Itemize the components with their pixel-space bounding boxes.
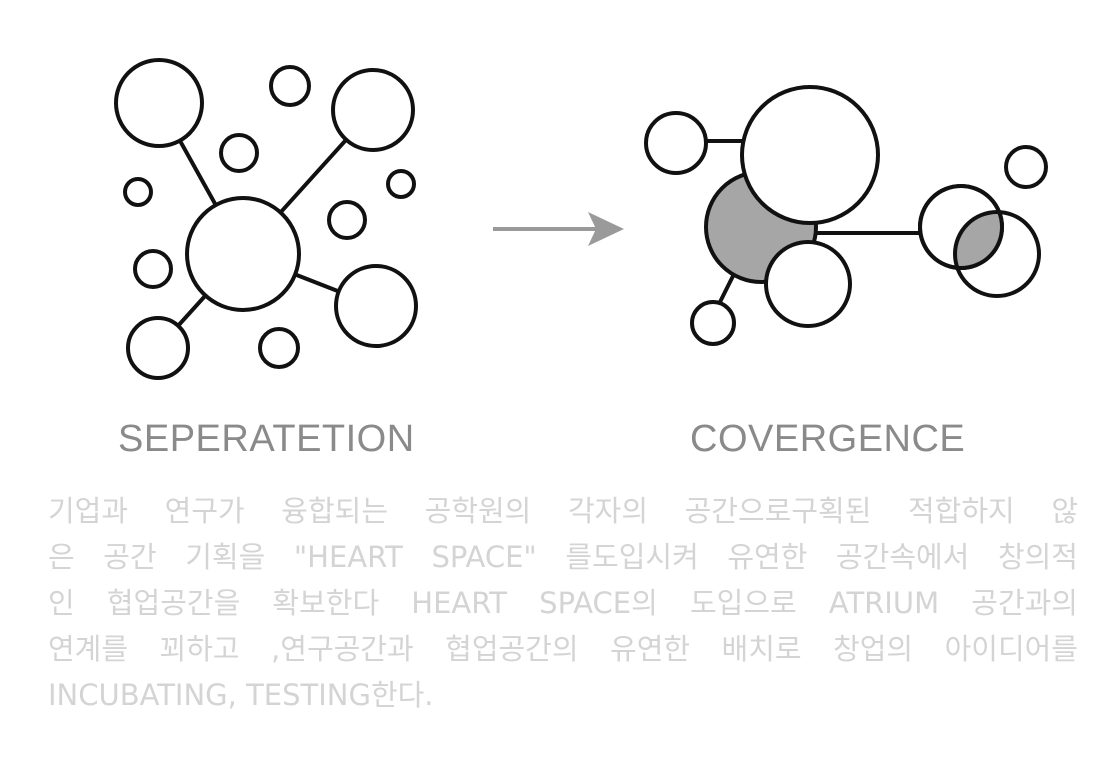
center-node-circle bbox=[185, 196, 301, 312]
small-node-circle bbox=[123, 177, 153, 207]
large-node-circle bbox=[644, 111, 708, 175]
description-line: 인 협업공간을 확보한다 HEART SPACE의 도입으로 ATRIUM 공간… bbox=[48, 586, 1078, 620]
overlap-node-outline bbox=[918, 184, 1004, 270]
description-line: 연계를 꾀하고 ,연구공간과 협업공간의 유연한 배치로 창업의 아이디어를 bbox=[48, 632, 1078, 666]
small-node-circle bbox=[219, 133, 259, 173]
large-node-circle bbox=[764, 240, 852, 328]
large-node-circle bbox=[126, 316, 190, 380]
description-line: 기업과 연구가 융합되는 공학원의 각자의 공간으로구획된 적합하지 않 bbox=[48, 494, 1078, 528]
large-node-circle bbox=[740, 85, 880, 225]
small-node-circle bbox=[269, 65, 311, 107]
convergence-diagram bbox=[644, 85, 1048, 346]
overlap-node-circle bbox=[953, 210, 1041, 298]
small-node-circle bbox=[133, 249, 173, 289]
large-node-circle bbox=[114, 58, 204, 148]
arrow-head bbox=[588, 212, 624, 246]
small-node-circle bbox=[386, 169, 416, 199]
small-node-circle bbox=[258, 327, 300, 369]
separation-diagram bbox=[114, 58, 418, 380]
description-line: INCUBATING, TESTING한다. bbox=[48, 678, 434, 712]
description-line: 은 공간 기획을 "HEART SPACE" 를도입시켜 유연한 공간속에서 창… bbox=[48, 540, 1078, 574]
description-text: 기업과 연구가 융합되는 공학원의 각자의 공간으로구획된 적합하지 않 은 공… bbox=[48, 488, 1078, 718]
small-node-circle bbox=[327, 200, 367, 240]
transition-arrow bbox=[493, 212, 624, 246]
concept-diagram bbox=[114, 58, 1048, 380]
small-node-circle bbox=[690, 300, 736, 346]
large-node-circle bbox=[331, 68, 415, 152]
large-node-circle bbox=[334, 264, 418, 348]
separation-caption: SEPERATETION bbox=[118, 418, 415, 460]
small-node-circle bbox=[1004, 145, 1048, 189]
convergence-caption: COVERGENCE bbox=[690, 418, 966, 460]
